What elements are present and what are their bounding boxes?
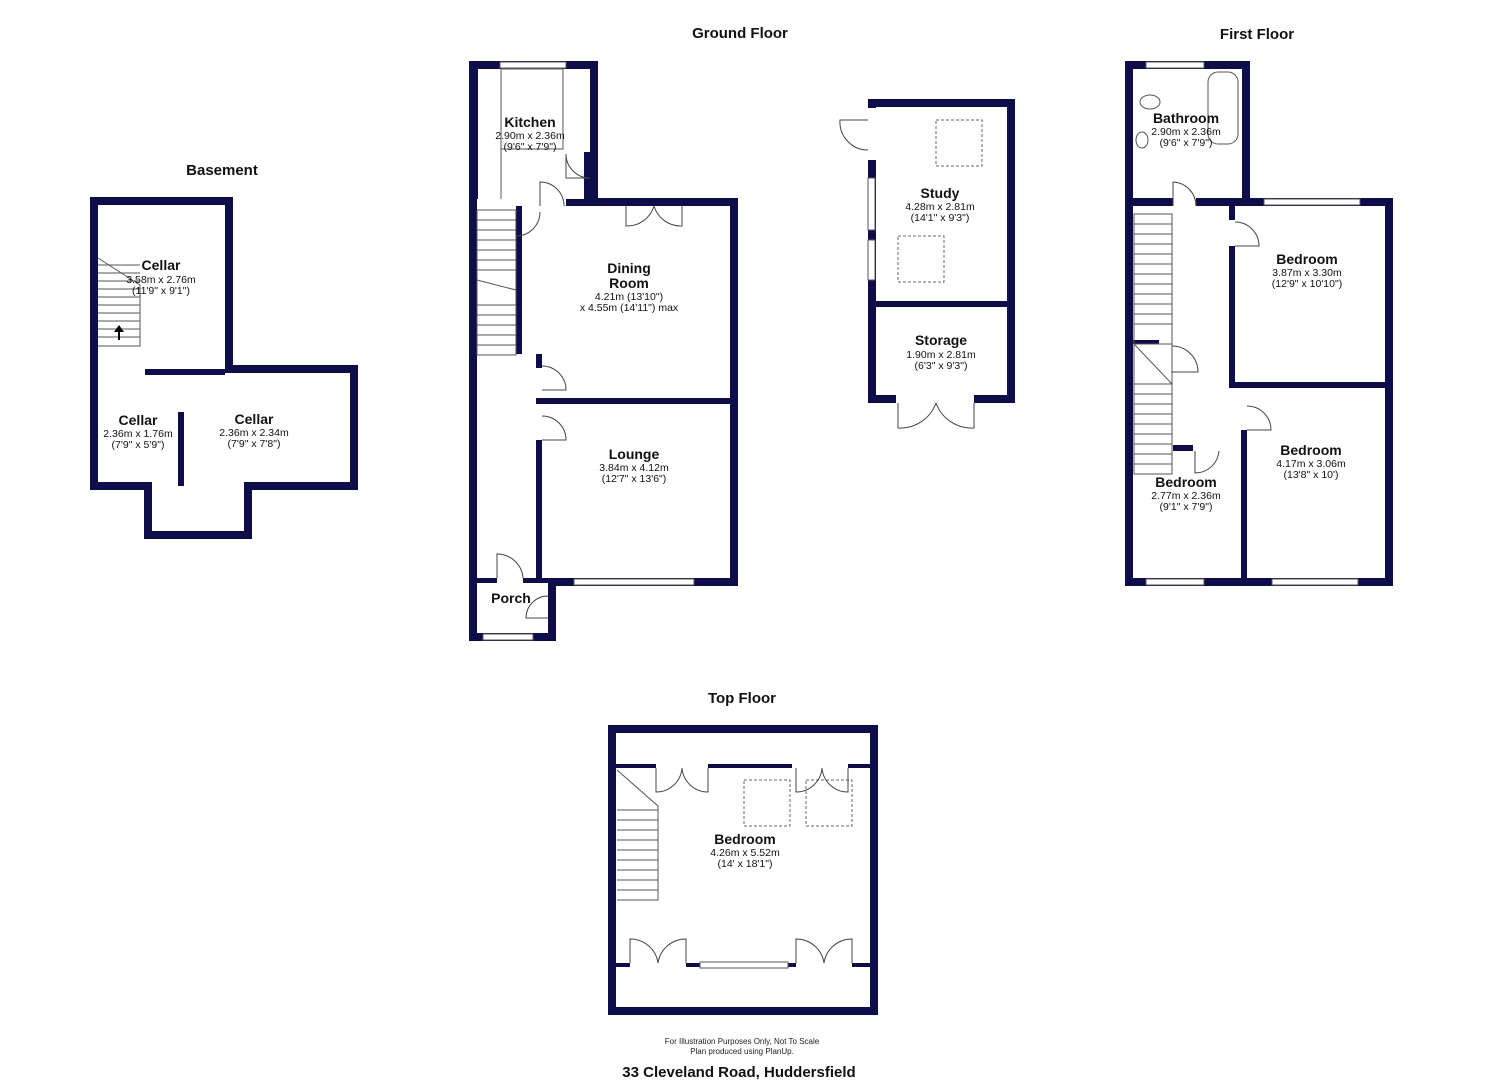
room-label: Porch xyxy=(491,590,531,606)
room-label: Kitchen xyxy=(504,114,555,130)
room-dimensions: 4.17m x 3.06m xyxy=(1276,458,1346,470)
room-dimensions: 4.21m (13'10") xyxy=(595,291,663,303)
top-floor-title: Top Floor xyxy=(708,690,776,707)
room-dimensions: (9'6" x 7'9") xyxy=(504,141,557,153)
room-dimensions: (13'8" x 10') xyxy=(1283,469,1338,481)
basement-plan xyxy=(90,197,358,539)
room-label: Bedroom xyxy=(1280,442,1341,458)
room-dimensions: 2.90m x 2.36m xyxy=(1151,126,1221,138)
room-dimensions: (14' x 18'1") xyxy=(717,858,772,870)
room-label: Storage xyxy=(915,332,967,348)
study-storage-plan xyxy=(839,99,1015,429)
room-dimensions: 2.36m x 2.34m xyxy=(219,427,289,439)
property-address: 33 Cleveland Road, Huddersfield xyxy=(622,1064,855,1080)
room-dimensions: x 4.55m (14'11") max xyxy=(580,302,679,314)
room-label: Room xyxy=(609,275,649,291)
room-dimensions: 3.84m x 4.12m xyxy=(599,462,669,474)
first-stairs xyxy=(1133,213,1173,475)
basement-title: Basement xyxy=(186,162,258,179)
room-dimensions: 2.77m x 2.36m xyxy=(1151,490,1221,502)
room-dimensions: (6'3" x 9'3") xyxy=(915,360,968,372)
room-dimensions: 2.36m x 1.76m xyxy=(103,428,173,440)
room-dimensions: 4.28m x 2.81m xyxy=(905,201,975,213)
ground-floor-plan xyxy=(469,61,738,641)
room-label: Dining xyxy=(607,260,651,276)
room-dimensions: 1.90m x 2.81m xyxy=(906,349,976,361)
room-label: Study xyxy=(921,185,960,201)
room-dimensions: (7'9" x 7'8") xyxy=(228,438,281,450)
room-label: Bathroom xyxy=(1153,110,1219,126)
room-label: Cellar xyxy=(235,411,274,427)
room-dimensions: (9'6" x 7'9") xyxy=(1160,137,1213,149)
ground-floor-title: Ground Floor xyxy=(692,25,788,42)
room-label: Cellar xyxy=(142,257,181,273)
room-dimensions: (12'7" x 13'6") xyxy=(602,473,667,485)
room-label: Cellar xyxy=(119,412,158,428)
ground-stairs xyxy=(476,209,517,356)
credit-text: Plan produced using PlanUp. xyxy=(690,1047,794,1056)
room-dimensions: (11'9" x 9'1") xyxy=(132,285,190,297)
room-dimensions: 4.26m x 5.52m xyxy=(710,847,780,859)
room-label: Bedroom xyxy=(1276,251,1337,267)
disclaimer-text: For Illustration Purposes Only, Not To S… xyxy=(665,1037,820,1046)
room-dimensions: (7'9" x 5'9") xyxy=(112,439,165,451)
room-label: Lounge xyxy=(609,446,660,462)
room-dimensions: 2.90m x 2.36m xyxy=(495,130,565,142)
top-stairs xyxy=(616,769,659,901)
room-dimensions: (14'1" x 9'3") xyxy=(911,212,970,224)
room-dimensions: (9'1" x 7'9") xyxy=(1160,501,1213,513)
room-dimensions: 3.87m x 3.30m xyxy=(1272,267,1342,279)
basement-stairs xyxy=(97,257,141,347)
stairs-up-arrow-icon xyxy=(114,325,124,340)
first-floor-title: First Floor xyxy=(1220,26,1294,43)
top-floor-plan xyxy=(608,725,878,1015)
first-floor-plan xyxy=(1125,61,1393,586)
room-label: Bedroom xyxy=(1155,474,1216,490)
room-label: Bedroom xyxy=(714,831,775,847)
room-dimensions: 3.58m x 2.76m xyxy=(126,274,196,286)
room-dimensions: (12'9" x 10'10") xyxy=(1272,278,1342,290)
